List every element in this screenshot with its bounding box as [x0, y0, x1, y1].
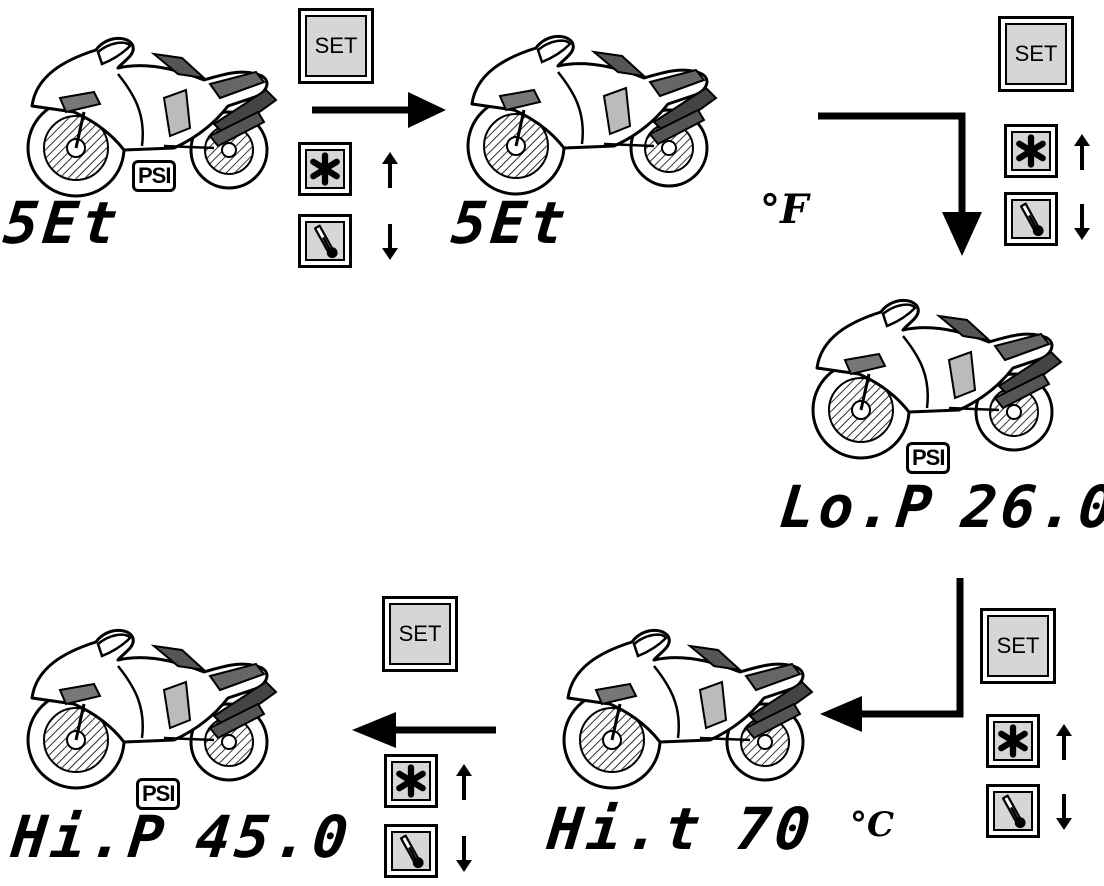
arrow-up-icon	[1054, 722, 1074, 762]
arrow-right-1	[312, 92, 446, 128]
arrow-right-down	[818, 112, 982, 256]
arrow-up-icon	[1072, 132, 1092, 172]
display-code: Hi.P	[8, 803, 172, 871]
up-key-button[interactable]	[1004, 124, 1058, 178]
psi-badge: PSI	[132, 160, 177, 192]
display-code: 5Et	[448, 189, 573, 257]
motorcycle-icon	[784, 290, 1084, 460]
display-value: 26.0	[958, 473, 1104, 541]
down-key-button[interactable]	[1004, 192, 1058, 246]
motorcycle-icon	[550, 620, 820, 790]
asterisk-icon	[307, 151, 343, 187]
set-button[interactable]: SET	[980, 608, 1056, 684]
up-key-button[interactable]	[298, 142, 352, 196]
thermometer-icon	[393, 833, 429, 869]
arrow-down-icon	[380, 222, 400, 262]
display-value: 45.0	[192, 803, 356, 871]
asterisk-icon	[393, 763, 429, 799]
thermometer-icon	[307, 223, 343, 259]
arrow-down-left	[820, 578, 964, 732]
up-key-button[interactable]	[986, 714, 1040, 768]
arrow-left-2	[352, 712, 496, 748]
set-button[interactable]: SET	[298, 8, 374, 84]
up-key-button[interactable]	[384, 754, 438, 808]
asterisk-icon	[1013, 133, 1049, 169]
motorcycle-icon	[14, 620, 284, 790]
asterisk-icon	[995, 723, 1031, 759]
set-button[interactable]: SET	[998, 16, 1074, 92]
display-code: 5Et	[0, 189, 125, 257]
set-button[interactable]: SET	[382, 596, 458, 672]
thermometer-icon	[1013, 201, 1049, 237]
arrow-down-icon	[1054, 792, 1074, 832]
arrow-down-icon	[454, 834, 474, 874]
display-value: 70	[732, 795, 818, 863]
unit-label: °F	[760, 186, 809, 233]
arrow-down-icon	[1072, 202, 1092, 242]
display-code: Lo.P	[776, 473, 940, 541]
thermometer-icon	[995, 793, 1031, 829]
down-key-button[interactable]	[298, 214, 352, 268]
arrow-up-icon	[380, 150, 400, 190]
psi-badge: PSI	[136, 778, 181, 810]
unit-label: °C	[850, 805, 895, 845]
psi-badge: PSI	[906, 442, 951, 474]
arrow-up-icon	[454, 762, 474, 802]
motorcycle-icon	[454, 26, 724, 196]
display-code: Hi.t	[544, 795, 708, 863]
down-key-button[interactable]	[384, 824, 438, 878]
down-key-button[interactable]	[986, 784, 1040, 838]
